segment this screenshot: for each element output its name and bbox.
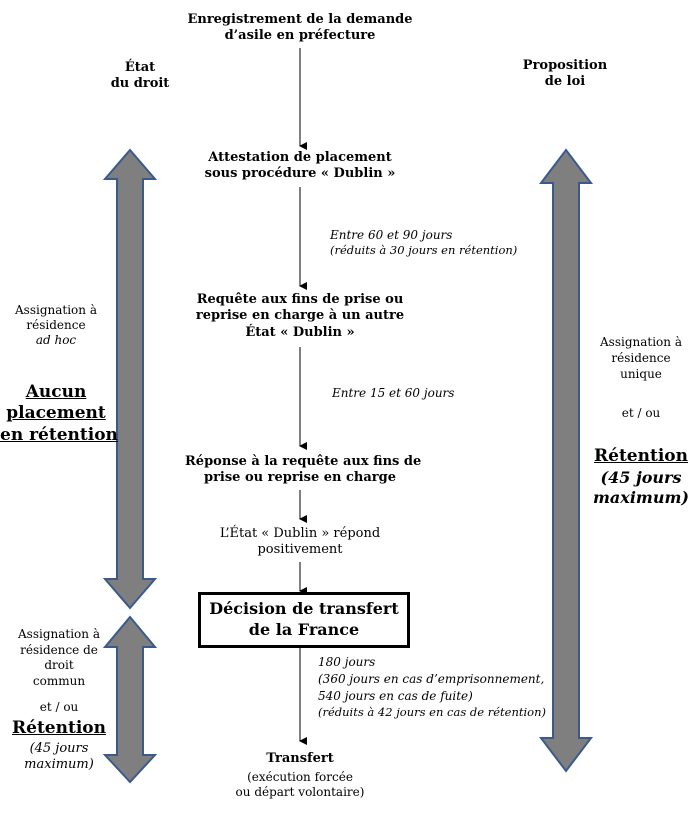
left-upper-assignation: Assignation à résidence ad hoc	[2, 303, 110, 348]
right-retention: Rétention	[594, 446, 688, 466]
step-registration-line-1: Enregistrement de la demande	[187, 12, 413, 27]
step-transfer-detail: (exécution forcée ou départ volontaire)	[220, 770, 380, 800]
right-header-line-2: de loi	[544, 74, 586, 90]
decision-line-2: de la France	[248, 620, 360, 639]
step-registration-line-2: d’asile en préfecture	[224, 28, 376, 44]
left-lower-assignation: Assignation à résidence de droit commun	[4, 627, 114, 689]
delay-2: Entre 15 et 60 jours	[332, 386, 455, 400]
left-lower-retention: Rétention	[12, 718, 106, 738]
left-header-line-1: État	[124, 60, 156, 75]
transfer-detail-line-2: ou départ volontaire)	[235, 785, 365, 799]
delay-3-line-3: 540 jours en cas de fuite)	[318, 688, 473, 703]
step-attestation-line-1: Attestation de placement	[208, 150, 392, 165]
step-registration: Enregistrement de la demande d’asile en …	[185, 12, 415, 45]
transfer-detail-line-1: (exécution forcée	[247, 770, 353, 784]
left-lower-double-arrow	[102, 615, 158, 784]
left-no-detention: Aucun placement en rétention	[0, 382, 118, 446]
right-assignation-line-1: Assignation à	[600, 335, 682, 349]
no-detention-line-3: en rétention	[0, 424, 118, 445]
left-lower-assignation-line-4: commun	[32, 673, 86, 688]
delay-3-line-4: (réduits à 42 jours en cas de rétention)	[318, 705, 546, 720]
step-request-line-3: État « Dublin »	[245, 324, 355, 340]
step-attestation-line-2: sous procédure « Dublin »	[204, 166, 396, 182]
step-response-line-2: prise ou reprise en charge	[203, 470, 396, 486]
step-response: Réponse à la requête aux fins de prise o…	[185, 454, 422, 487]
left-column-header: État du droit	[100, 60, 180, 93]
left-lower-assignation-line-1: Assignation à	[18, 627, 100, 641]
delay-1-line-2: (réduits à 30 jours en rétention)	[330, 243, 518, 257]
left-lower-assignation-line-2: résidence de	[20, 642, 98, 657]
delay-3: 180 jours (360 jours en cas d’emprisonne…	[318, 654, 546, 720]
decision-line-1: Décision de transfert	[209, 599, 399, 619]
right-max-line-1: (45 jours	[600, 468, 682, 487]
delay-1: Entre 60 et 90 jours (réduits à 30 jours…	[330, 228, 517, 257]
right-column-header: Proposition de loi	[510, 58, 620, 91]
delay-3-line-2: (360 jours en cas d’emprisonnement,	[318, 671, 545, 686]
left-lower-max-line-2: maximum)	[24, 757, 94, 773]
no-detention-line-1: Aucun	[25, 382, 87, 402]
no-detention-line-2: placement	[6, 403, 106, 424]
delay-3-line-1: 180 jours	[318, 655, 376, 669]
left-lower-max: (45 jours maximum)	[4, 741, 114, 774]
left-upper-assignation-line-2: résidence	[26, 318, 86, 332]
step-response-line-1: Réponse à la requête aux fins de	[185, 454, 422, 469]
step-positive-line-2: positivement	[257, 542, 343, 558]
left-lower-etou: et / ou	[39, 700, 79, 714]
right-max: (45 jours maximum)	[587, 468, 695, 508]
delay-1-line-1: Entre 60 et 90 jours	[330, 228, 453, 242]
step-transfer: Transfert	[266, 751, 334, 766]
step-positive-answer: L’État « Dublin » répond positivement	[200, 526, 400, 559]
right-header-line-1: Proposition	[522, 58, 608, 73]
left-header-line-2: du droit	[110, 76, 170, 92]
step-request-line-1: Requête aux fins de prise ou	[196, 292, 404, 307]
left-upper-adhoc: ad hoc	[35, 333, 77, 347]
step-request: Requête aux fins de prise ou reprise en …	[190, 292, 410, 341]
left-lower-assignation-line-3: droit	[44, 658, 74, 673]
left-lower-max-line-1: (45 jours	[29, 741, 89, 756]
step-attestation: Attestation de placement sous procédure …	[190, 150, 410, 183]
right-assignation-line-3: unique	[620, 367, 662, 382]
decision-box: Décision de transfert de la France	[198, 592, 410, 648]
right-max-line-2: maximum)	[593, 488, 689, 507]
step-positive-line-1: L’État « Dublin » répond	[219, 526, 381, 541]
step-request-line-2: reprise en charge à un autre	[195, 308, 405, 324]
left-upper-double-arrow	[102, 148, 158, 610]
right-etou: et / ou	[621, 406, 661, 420]
right-assignation-line-2: résidence	[611, 351, 671, 366]
left-upper-assignation-line-1: Assignation à	[15, 303, 97, 317]
right-assignation: Assignation à résidence unique	[587, 334, 695, 383]
right-double-arrow	[538, 148, 594, 773]
